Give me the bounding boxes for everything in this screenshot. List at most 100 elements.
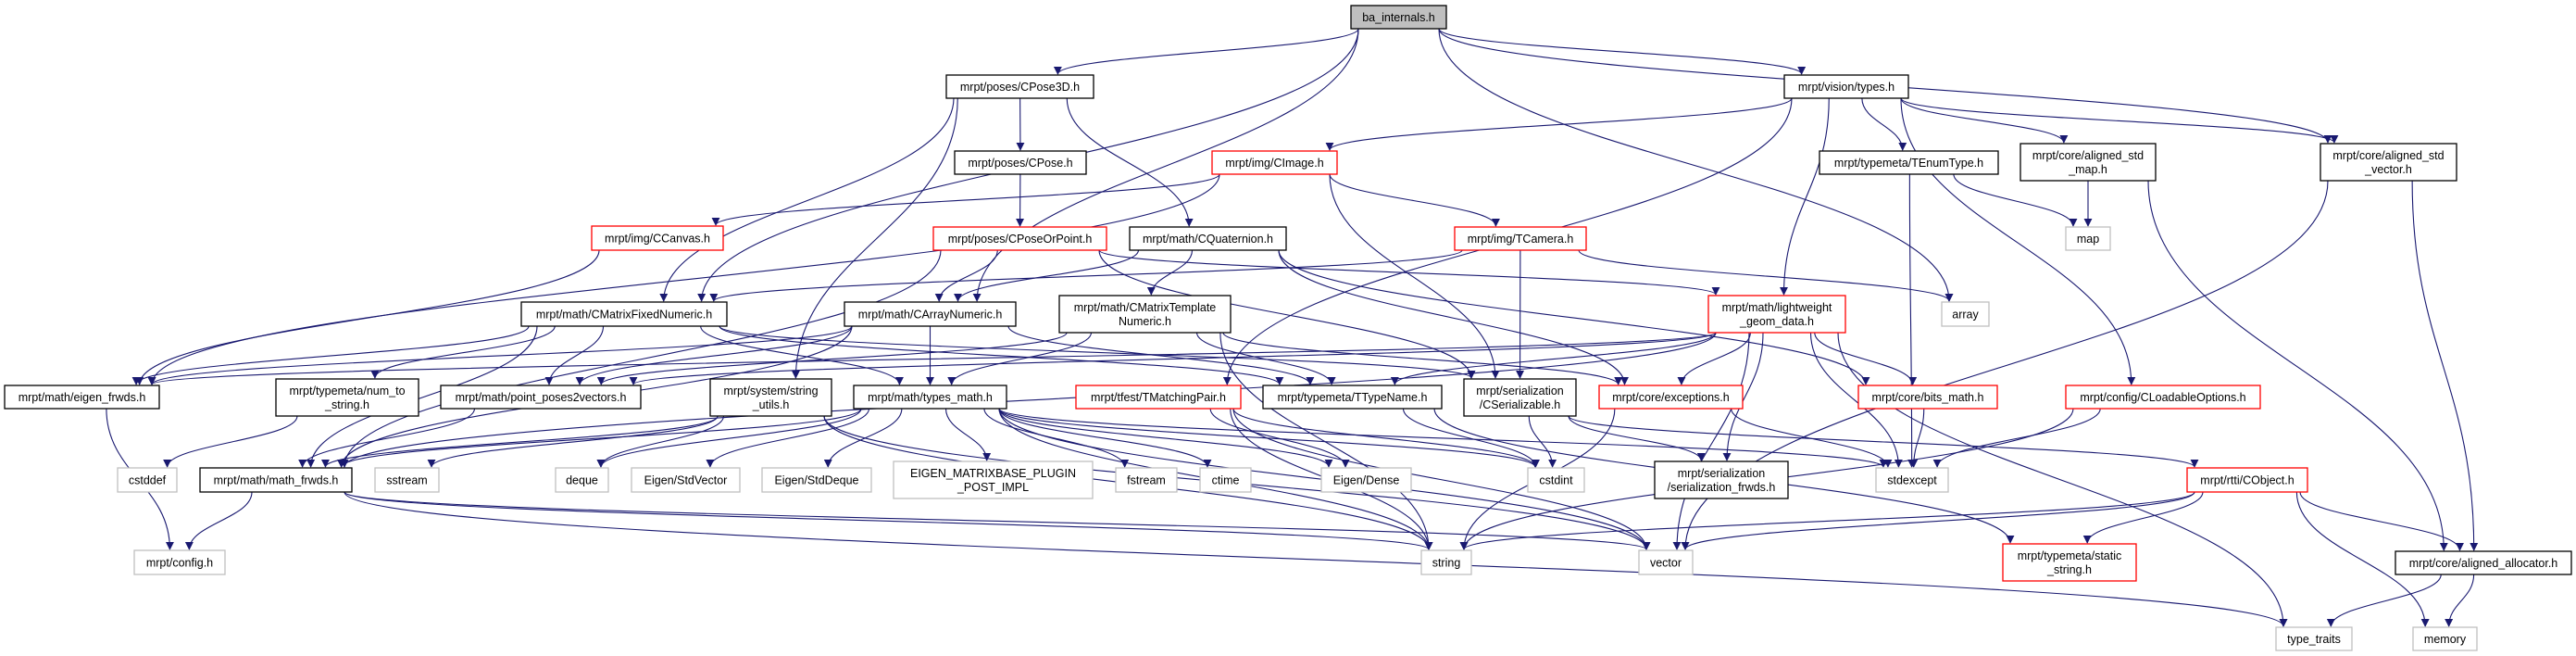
edge-aalloc-to-typetraits <box>2326 574 2442 627</box>
node-box <box>1350 5 1447 30</box>
edge-typesmath-to-estdvec <box>706 408 870 468</box>
node-eigenplugin[interactable]: EIGEN_MATRIXBASE_PLUGIN_POST_IMPL <box>893 460 1094 499</box>
edge-tmatch-to-edense <box>1209 408 1350 468</box>
node-cstdint[interactable]: cstdint <box>1527 467 1585 493</box>
node-estdvec[interactable]: Eigen/StdVector <box>631 467 741 493</box>
node-amap[interactable]: mrpt/core/aligned_std_map.h <box>2020 143 2157 182</box>
node-box <box>1875 467 1949 493</box>
node-tmatch[interactable]: mrpt/tfest/TMatchingPair.h <box>1075 385 1242 410</box>
node-label: mrpt/system/string_utils.h <box>723 385 818 411</box>
node-label: mrpt/core/aligned_std_map.h <box>2032 149 2144 176</box>
node-box <box>2275 626 2353 651</box>
node-label: mrpt/core/aligned_allocator.h <box>2409 557 2558 570</box>
node-ccanvas[interactable]: mrpt/img/CCanvas.h <box>591 225 724 251</box>
node-typetraits[interactable]: type_traits <box>2275 626 2353 651</box>
edge-vtypes-to-lwgeom <box>1780 97 1830 296</box>
node-vector[interactable]: vector <box>1638 549 1694 575</box>
node-exceptions[interactable]: mrpt/core/exceptions.h <box>1598 385 1744 410</box>
node-carray[interactable]: mrpt/math/CArrayNumeric.h <box>844 301 1017 327</box>
edge-lwgeom-to-vector <box>1672 332 1750 550</box>
edge-lwgeom-to-ttypename <box>1390 332 1717 385</box>
node-label-line: _vector.h <box>2364 163 2412 176</box>
node-array[interactable]: array <box>1941 301 1990 327</box>
edge-cserial-to-cobject <box>1568 415 2199 468</box>
node-stdexcept[interactable]: stdexcept <box>1875 467 1949 493</box>
edge-ba-to-cpose3d <box>1054 28 1359 75</box>
node-cquat[interactable]: mrpt/math/CQuaternion.h <box>1129 226 1287 251</box>
node-label-line: mrpt/typemeta/TEnumType.h <box>1834 157 1983 170</box>
node-typesmath[interactable]: mrpt/math/types_math.h <box>853 385 1007 410</box>
node-vtypes[interactable]: mrpt/vision/types.h <box>1783 74 1909 99</box>
node-cobject[interactable]: mrpt/rtti/CObject.h <box>2186 467 2308 493</box>
node-map[interactable]: map <box>2065 226 2111 251</box>
node-cpose[interactable]: mrpt/poses/CPose.h <box>954 150 1087 175</box>
node-ctime[interactable]: ctime <box>1199 467 1252 493</box>
node-string[interactable]: string <box>1420 549 1472 575</box>
node-cloadable[interactable]: mrpt/config/CLoadableOptions.h <box>2065 385 2261 410</box>
node-mathfrwds[interactable]: mrpt/math/math_frwds.h <box>199 467 353 493</box>
node-box <box>1262 385 1443 410</box>
edge-ttypename-to-cstdint <box>1402 408 1540 468</box>
node-lwgeom[interactable]: mrpt/math/lightweight_geom_data.h <box>1707 295 1846 334</box>
node-box <box>709 378 832 417</box>
node-numtostr[interactable]: mrpt/typemeta/num_to_string.h <box>275 378 419 417</box>
node-avec[interactable]: mrpt/core/aligned_std_vector.h <box>2320 143 2457 182</box>
edge-ba-to-array <box>1438 28 1954 302</box>
node-fstream[interactable]: fstream <box>1115 467 1178 493</box>
node-label-line: mrpt/vision/types.h <box>1798 81 1894 94</box>
node-label-line: cstdint <box>1539 474 1573 487</box>
node-box <box>2002 543 2137 582</box>
node-box <box>2065 385 2261 410</box>
edge-cimage-to-ccanvas <box>711 173 1220 226</box>
node-label: mrpt/math/CQuaternion.h <box>1143 233 1273 246</box>
node-box <box>1199 467 1252 493</box>
node-box <box>4 385 160 410</box>
node-label: memory <box>2424 633 2467 646</box>
edge-lwgeom-to-serfrwds <box>1722 332 1764 461</box>
node-cmfixed[interactable]: mrpt/math/CMatrixFixedNumeric.h <box>520 301 728 327</box>
node-eigenfrwds[interactable]: mrpt/math/eigen_frwds.h <box>4 385 160 410</box>
node-edense[interactable]: Eigen/Dense <box>1320 467 1412 493</box>
node-serfrwds[interactable]: mrpt/serialization/serialization_frwds.h <box>1654 460 1789 499</box>
node-cposeorpoint[interactable]: mrpt/poses/CPoseOrPoint.h <box>932 226 1107 251</box>
node-box <box>1075 385 1242 410</box>
node-ba[interactable]: ba_internals.h <box>1350 5 1447 30</box>
node-ttypename[interactable]: mrpt/typemeta/TTypeName.h <box>1262 385 1443 410</box>
node-aalloc[interactable]: mrpt/core/aligned_allocator.h <box>2395 550 2572 575</box>
node-pp2v[interactable]: mrpt/math/point_poses2vectors.h <box>440 385 642 410</box>
node-box <box>954 150 1087 175</box>
edge-cloadable-to-stdexcept <box>1932 408 2101 468</box>
node-memory[interactable]: memory <box>2412 626 2478 651</box>
node-cimage[interactable]: mrpt/img/CImage.h <box>1211 150 1338 175</box>
node-label-line: cstddef <box>129 474 167 487</box>
node-label-line: /serialization_frwds.h <box>1668 481 1776 494</box>
node-box <box>893 460 1094 499</box>
edge-pp2v-to-mathfrwds <box>298 408 476 468</box>
edges-layer <box>106 28 2479 627</box>
edge-strutils-to-deque <box>596 415 725 468</box>
edge-carray-to-pp2v <box>575 325 853 385</box>
node-label: array <box>1952 309 1979 322</box>
node-box <box>440 385 642 410</box>
node-staticstr[interactable]: mrpt/typemeta/static_string.h <box>2002 543 2137 582</box>
node-estddeque[interactable]: Eigen/StdDeque <box>761 467 872 493</box>
node-sstream[interactable]: sstream <box>374 467 440 493</box>
node-config[interactable]: mrpt/config.h <box>133 549 226 575</box>
edge-cpose3d-to-cquat <box>1066 97 1194 227</box>
node-strutils[interactable]: mrpt/system/string_utils.h <box>709 378 832 417</box>
node-bitsmath[interactable]: mrpt/core/bits_math.h <box>1857 385 1998 410</box>
node-deque[interactable]: deque <box>555 467 609 493</box>
node-label-line: mrpt/math/types_math.h <box>868 391 993 404</box>
node-tcamera[interactable]: mrpt/img/TCamera.h <box>1454 226 1587 251</box>
node-label-line: Eigen/StdVector <box>644 474 728 487</box>
node-label: cstdint <box>1539 474 1573 487</box>
node-cpose3d[interactable]: mrpt/poses/CPose3D.h <box>945 74 1094 99</box>
node-cstddef[interactable]: cstddef <box>117 467 178 493</box>
node-cserial[interactable]: mrpt/serialization/CSerializable.h <box>1463 378 1577 417</box>
node-tenum[interactable]: mrpt/typemeta/TEnumType.h <box>1819 150 1999 175</box>
node-label-line: string <box>1432 557 1461 570</box>
node-label: Eigen/StdVector <box>644 474 728 487</box>
node-label-line: mrpt/rtti/CObject.h <box>2200 474 2294 487</box>
node-label: mrpt/typemeta/num_to_string.h <box>289 385 405 411</box>
